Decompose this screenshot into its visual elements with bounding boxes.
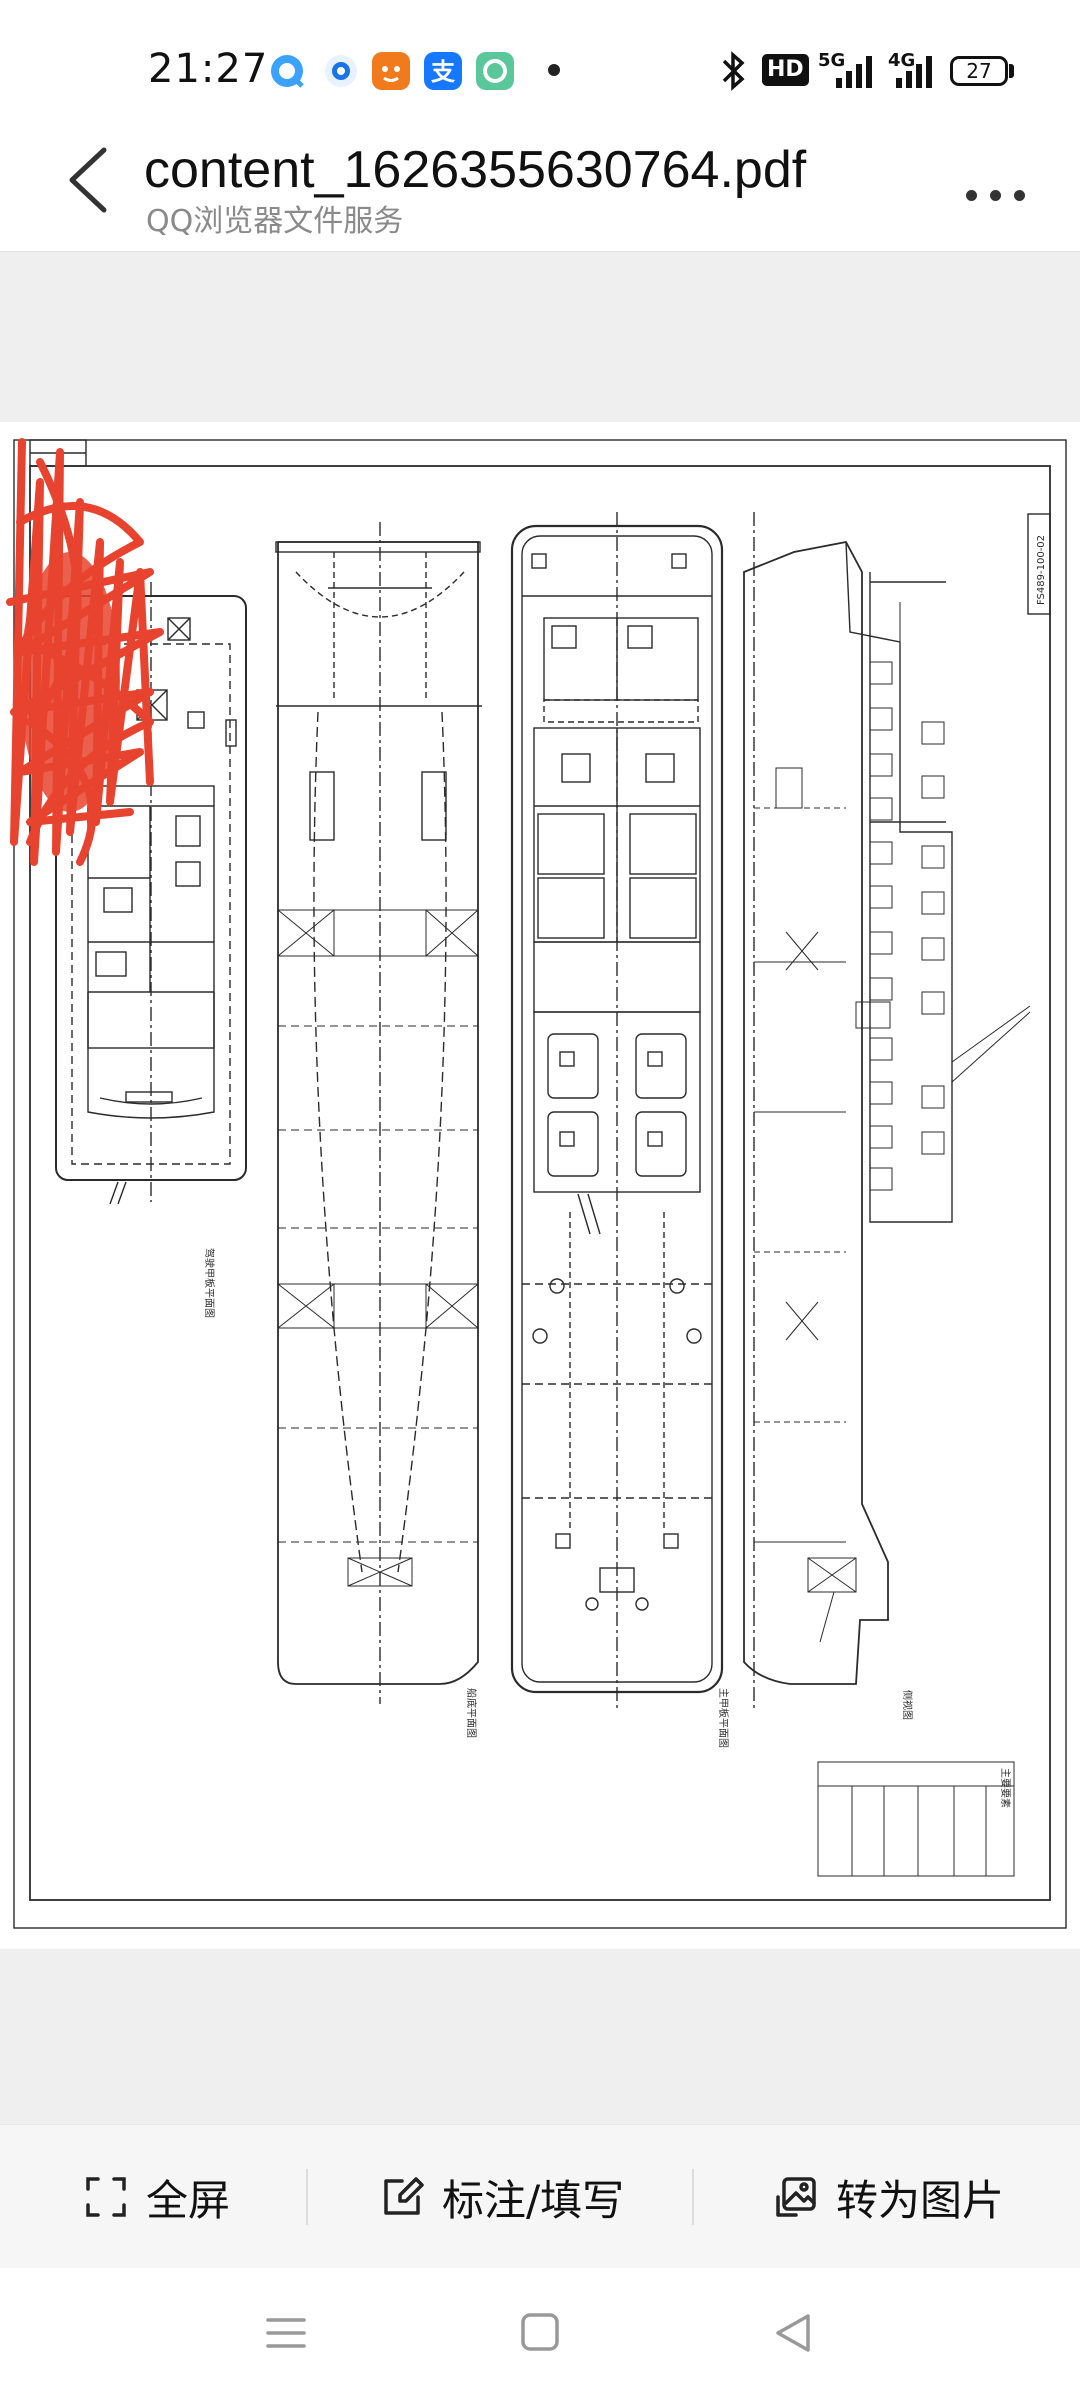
pdf-viewer[interactable]: FS489-100-02 驾驶甲板平面图 船底平面图 主甲板平面图 侧视图 主要…: [0, 252, 1080, 2124]
bottom-toolbar: 全屏 标注/填写 转为图片: [0, 2124, 1080, 2268]
edit-icon: [384, 2177, 424, 2215]
network-type-label-2: 4G: [888, 50, 916, 71]
file-subtitle: QQ浏览器文件服务: [146, 204, 404, 239]
signal-strength-icon: [836, 56, 876, 92]
app-notification-icon: [476, 52, 514, 90]
fullscreen-icon: [86, 2177, 126, 2217]
system-navigation-bar: [0, 2268, 1080, 2400]
file-title: content_1626355630764.pdf: [144, 141, 807, 199]
alipay-notification-icon: 支: [424, 52, 462, 90]
more-dot-icon: [1014, 190, 1025, 201]
toolbar-divider: [692, 2169, 694, 2225]
convert-to-image-label: 转为图片: [836, 2175, 1005, 2225]
more-notifications-dot: [548, 64, 560, 76]
bluetooth-icon: [718, 50, 748, 96]
fullscreen-label: 全屏: [146, 2175, 231, 2225]
annotate-button[interactable]: 标注/填写: [378, 2125, 624, 2269]
view-title-side-elevation: 侧视图: [901, 1690, 914, 1720]
browser-notification-icon: [322, 52, 360, 90]
particulars-table-title: 主要要素: [999, 1768, 1012, 1808]
more-dot-icon: [990, 190, 1001, 201]
qq-browser-notification-icon: [268, 52, 306, 90]
title-bar: content_1626355630764.pdf QQ浏览器文件服务: [0, 140, 1080, 252]
home-square-icon: [521, 2313, 559, 2351]
image-convert-icon: [776, 2177, 816, 2217]
chevron-left-icon: [69, 147, 107, 213]
hd-voice-badge: HD: [762, 54, 809, 86]
network-type-label: 5G: [818, 50, 846, 71]
taobao-notification-icon: [372, 52, 410, 90]
back-triangle-icon: [776, 2314, 810, 2352]
sheet-code: FS489-100-02: [1036, 535, 1047, 605]
fullscreen-button[interactable]: 全屏: [82, 2125, 230, 2269]
pdf-page[interactable]: FS489-100-02 驾驶甲板平面图 船底平面图 主甲板平面图 侧视图 主要…: [0, 422, 1080, 1949]
annotate-label: 标注/填写: [442, 2175, 625, 2225]
red-scribble-mark: [6, 438, 164, 866]
signal-strength-icon-2: [896, 56, 936, 92]
battery-tip: [1009, 64, 1014, 78]
status-clock: 21:27: [148, 46, 269, 92]
more-dot-icon: [966, 190, 977, 201]
back-button[interactable]: [58, 140, 128, 230]
svg-text:支: 支: [431, 58, 456, 86]
status-bar: 21:27 支 HD 5G 4G 27: [0, 0, 1080, 140]
nav-menu-button[interactable]: [256, 2308, 316, 2358]
menu-icon: [266, 2318, 306, 2348]
view-title-bottom-plan: 船底平面图: [465, 1688, 478, 1738]
convert-to-image-button[interactable]: 转为图片: [772, 2125, 1004, 2269]
view-title-main-deck: 主甲板平面图: [717, 1688, 730, 1748]
toolbar-divider: [306, 2169, 308, 2225]
more-options-button[interactable]: [960, 164, 1040, 224]
view-title-bridge-deck: 驾驶甲板平面图: [203, 1248, 216, 1318]
nav-back-button[interactable]: [764, 2308, 824, 2358]
battery-indicator: 27: [950, 56, 1008, 86]
nav-home-button[interactable]: [510, 2308, 570, 2358]
